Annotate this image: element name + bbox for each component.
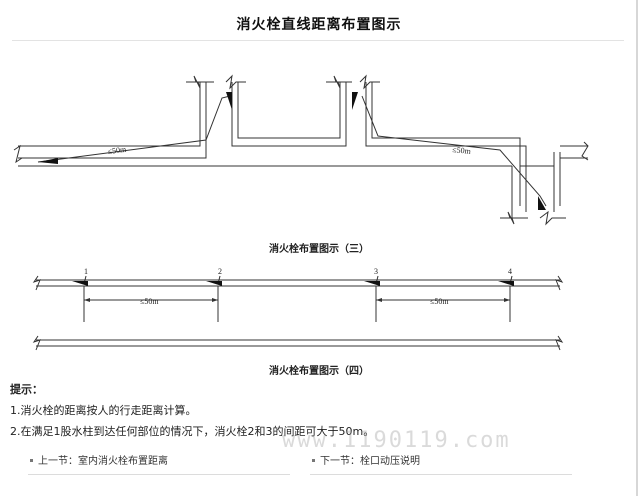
fig4-arrow-1b [212, 298, 218, 302]
fig4-hydrant-3 [364, 281, 380, 286]
fig3-inner-mid [231, 82, 347, 147]
fig4-hydrant-4 [498, 281, 514, 286]
fig4-distance-label-2: ≤50m [430, 297, 449, 306]
fig3-break-bottom2 [539, 210, 566, 226]
fig4-arrow-2b [504, 298, 510, 302]
title-divider [12, 40, 624, 41]
fig3-break-left [13, 144, 23, 164]
fig4-arrow-1a [84, 298, 90, 302]
fig4-break-right-bottom [555, 335, 564, 351]
fig4-arrow-2a [376, 298, 382, 302]
watermark: www.1190119.com [282, 428, 511, 453]
fig3-wall-mid-right [371, 82, 521, 206]
nav-next[interactable]: 下一节：栓口动压说明 [310, 452, 572, 475]
fig4-distance-label-1: ≤50m [140, 297, 159, 306]
fig3-hydrant-2 [226, 92, 232, 110]
fig4-hydrant-label-2: 2 [218, 267, 222, 276]
fig3-break-2 [225, 74, 246, 90]
fig3-path-2 [361, 95, 547, 207]
bullet-icon [30, 458, 33, 462]
fig3-break-4 [359, 74, 380, 90]
fig4-hydrant-2 [206, 281, 222, 286]
figure4-caption: 消火栓布置图示（四） [269, 366, 369, 377]
fig3-wall-top-left [18, 82, 201, 147]
fig3-inner-right [365, 82, 527, 212]
page-title: 消火栓直线距离布置图示 [236, 17, 402, 33]
fig3-break-1 [186, 75, 214, 89]
nav-next-link[interactable]: 下一节：栓口动压说明 [320, 456, 420, 467]
fig3-hydrant-4 [538, 196, 546, 210]
tips-line-2: 2.在满足1股水柱到达任何部位的情况下，消火栓2和3的间距可大于50m。 [10, 425, 375, 438]
fig3-break-3 [326, 75, 352, 89]
fig4-hydrant-label-3: 3 [374, 267, 378, 276]
fig3-path-1 [37, 95, 231, 163]
tips-heading: 提示： [10, 383, 43, 396]
right-border [636, 0, 638, 496]
fig4-hydrant-label-1: 1 [84, 267, 88, 276]
fig4-break-left-bottom [32, 335, 41, 351]
tips-line-1: 1.消火栓的距离按人的行走距离计算。 [10, 404, 197, 417]
fig3-distance-label-2: ≤50m [452, 145, 472, 156]
fig4-break-left-top [32, 275, 41, 291]
fig3-inner-left [18, 82, 207, 159]
fig4-hydrant-1 [72, 281, 88, 286]
fig4-break-right-top [555, 275, 564, 291]
fig4-hydrant-label-4: 4 [508, 267, 512, 276]
fig3-distance-label-1: ≤50m [107, 145, 127, 156]
fig3-wall-mid-left [237, 82, 341, 139]
fig3-hydrant-3 [352, 92, 358, 110]
figure3-caption: 消火栓布置图示（三） [269, 244, 369, 255]
nav-prev[interactable]: 上一节：室内消火栓布置距离 [28, 452, 290, 475]
bullet-icon [312, 458, 315, 462]
fig3-break-right [581, 141, 589, 161]
fig3-break-bottom [500, 211, 528, 225]
fig3-hydrant-1 [38, 158, 58, 164]
nav-prev-link[interactable]: 上一节：室内消火栓布置距离 [38, 456, 168, 467]
